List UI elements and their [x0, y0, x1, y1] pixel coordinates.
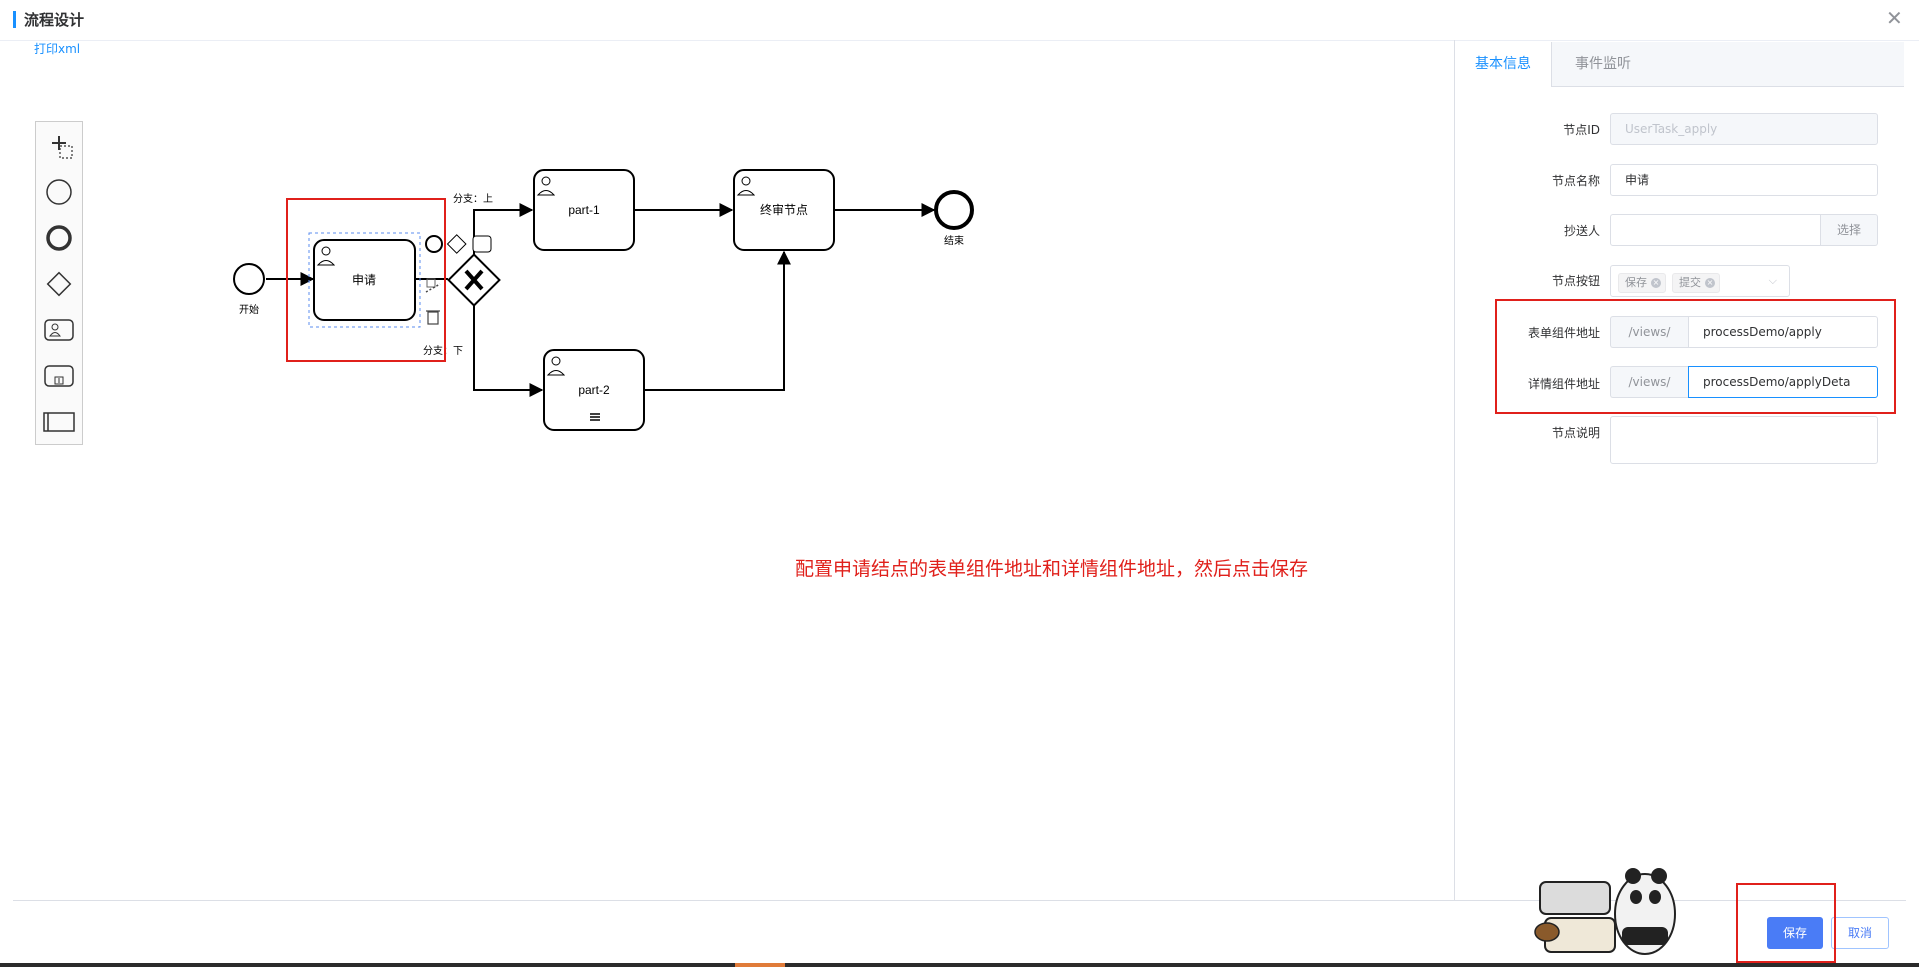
append-gateway-icon[interactable]	[446, 234, 467, 254]
panel-divider	[1454, 40, 1455, 900]
flow-gateway-part2[interactable]	[473, 305, 544, 397]
user-task-icon	[316, 246, 336, 266]
user-task-tool-icon[interactable]	[36, 308, 82, 352]
dialog-title: 流程设计	[24, 11, 85, 29]
lasso-tool-icon[interactable]	[36, 126, 82, 170]
node-buttons-select[interactable]: 保存 × 提交 × ⌵	[1610, 265, 1790, 297]
tag-save: 保存 ×	[1618, 273, 1666, 293]
cancel-button[interactable]: 取消	[1831, 917, 1889, 949]
gateway-x-icon	[464, 269, 484, 291]
sequence-flows	[266, 203, 936, 397]
tab-event-listener[interactable]: 事件监听	[1575, 56, 1631, 72]
form-path-input[interactable]: processDemo/apply	[1688, 316, 1878, 348]
bpmn-palette	[35, 121, 83, 445]
tag-save-label: 保存	[1625, 276, 1647, 289]
close-icon[interactable]: ✕	[1886, 6, 1903, 30]
delete-trash-icon[interactable]	[426, 310, 440, 325]
dialog-header	[0, 0, 1919, 41]
task-apply-label: 申请	[352, 273, 376, 287]
node-id-input[interactable]: UserTask_apply	[1610, 113, 1878, 145]
branch-up-label: 分支：上	[453, 193, 493, 205]
task-part-1-label: part-1	[568, 203, 600, 217]
cc-input[interactable]	[1610, 214, 1821, 246]
title-accent-bar	[13, 11, 16, 28]
task-apply[interactable]	[313, 239, 416, 321]
print-xml-link[interactable]: 打印xml	[34, 42, 81, 56]
start-event[interactable]	[233, 263, 265, 295]
node-buttons-label: 节点按钮	[1551, 274, 1600, 288]
multi-instance-icon	[590, 413, 600, 421]
cc-select-button[interactable]: 选择	[1821, 214, 1878, 246]
node-id-label: 节点ID	[1563, 123, 1600, 137]
user-task-icon	[546, 356, 566, 376]
annotation-highlight-paths	[1495, 299, 1896, 414]
detail-path-label: 详情组件地址	[1527, 377, 1600, 391]
user-task-icon	[536, 176, 556, 196]
start-event-label: 开始	[239, 303, 259, 316]
detail-path-input[interactable]: processDemo/applyDeta	[1688, 366, 1878, 398]
tag-remove-icon[interactable]: ×	[1705, 278, 1715, 288]
append-text-icon[interactable]	[426, 278, 436, 288]
chevron-down-icon: ⌵	[1768, 274, 1777, 287]
node-name-input[interactable]: 申请	[1610, 164, 1878, 196]
annotation-highlight-save	[1736, 883, 1836, 963]
flow-part2-final[interactable]	[644, 250, 791, 391]
connect-icon[interactable]	[425, 283, 441, 293]
form-path-prefix: /views/	[1610, 316, 1688, 348]
bottom-strip-accent	[735, 963, 785, 967]
end-event-tool-icon[interactable]	[36, 216, 82, 260]
properties-tabs: 基本信息 事件监听	[1455, 42, 1904, 87]
start-event-tool-icon[interactable]	[36, 170, 82, 214]
bpmn-canvas[interactable]: 开始 申请 分支：上 分支：下 part-1 part-2 终审节点 结束	[0, 40, 1452, 900]
tag-remove-icon[interactable]: ×	[1651, 278, 1661, 288]
task-final-review-label: 终审节点	[760, 202, 808, 217]
save-button[interactable]: 保存	[1767, 917, 1823, 949]
append-end-event-icon[interactable]	[425, 235, 443, 253]
pool-tool-icon[interactable]	[36, 400, 82, 444]
task-part-2-label: part-2	[578, 383, 610, 397]
user-task-icon	[736, 176, 756, 196]
instruction-annotation: 配置申请结点的表单组件地址和详情组件地址，然后点击保存	[795, 558, 1309, 580]
mascot-sticker-image	[1534, 868, 1676, 955]
gateway-tool-icon[interactable]	[36, 262, 82, 306]
annotation-highlight-apply	[286, 198, 446, 362]
end-event-label: 结束	[944, 234, 964, 247]
append-task-icon[interactable]	[472, 235, 492, 253]
description-label: 节点说明	[1551, 426, 1600, 440]
selection-outline	[308, 232, 421, 328]
tag-submit-label: 提交	[1679, 276, 1701, 289]
form-path-label: 表单组件地址	[1527, 326, 1600, 340]
tag-submit: 提交 ×	[1672, 273, 1720, 293]
description-textarea[interactable]	[1610, 416, 1878, 464]
task-final-review[interactable]	[733, 169, 835, 251]
end-event[interactable]	[934, 190, 974, 230]
footer-divider	[13, 900, 1906, 901]
tab-basic-info[interactable]: 基本信息	[1455, 42, 1552, 87]
cc-label: 抄送人	[1563, 224, 1600, 238]
task-part-1[interactable]	[533, 169, 635, 251]
branch-down-label: 分支：下	[423, 345, 463, 357]
detail-path-prefix: /views/	[1610, 366, 1688, 398]
task-part-2[interactable]	[543, 349, 645, 431]
subprocess-tool-icon[interactable]	[36, 354, 82, 398]
bottom-strip	[0, 963, 1919, 967]
node-name-label: 节点名称	[1551, 174, 1600, 188]
